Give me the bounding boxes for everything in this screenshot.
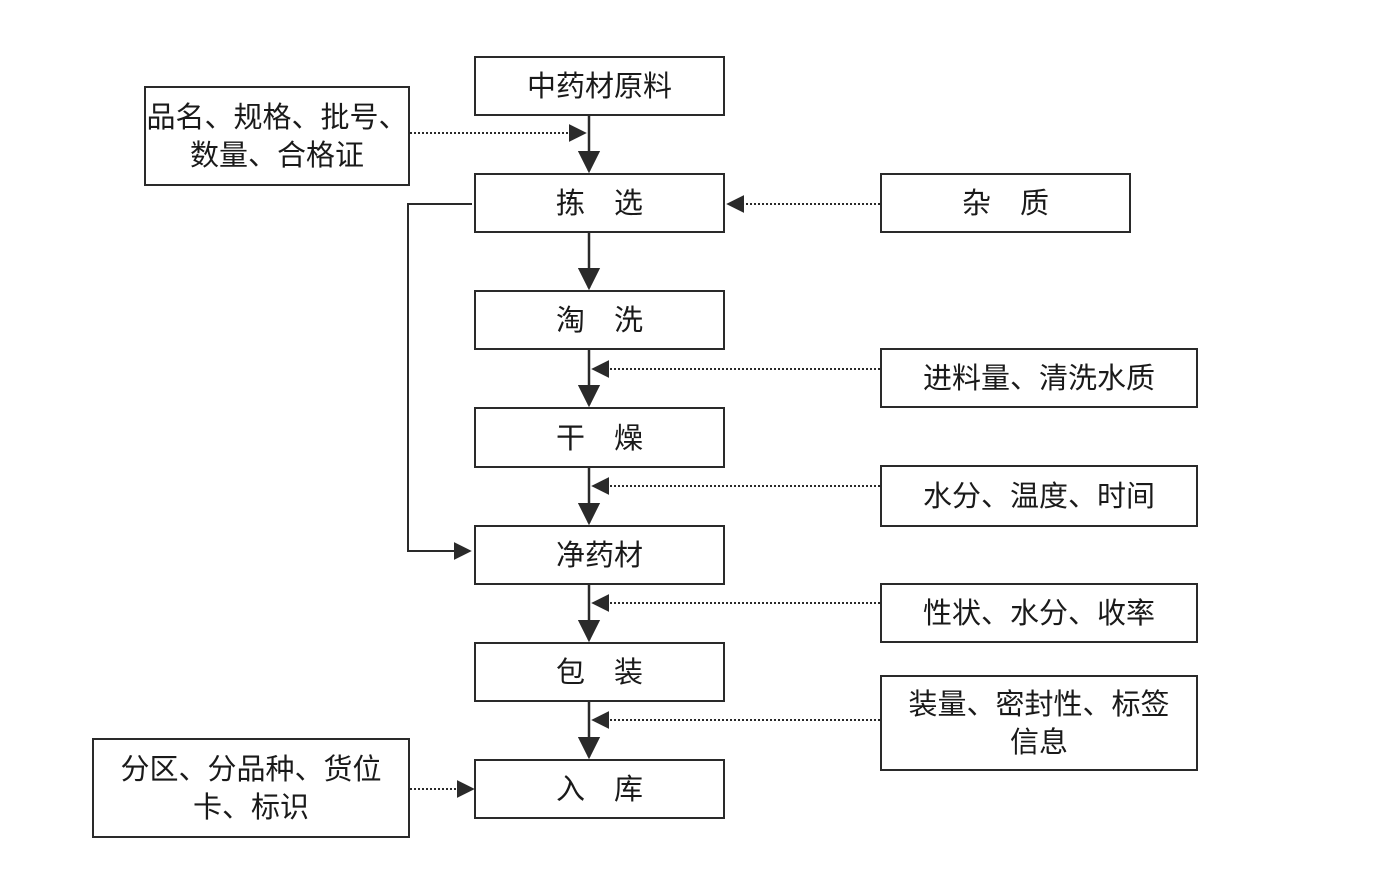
note-drying-control: 水分、温度、时间 bbox=[880, 465, 1198, 527]
step-washing: 淘 洗 bbox=[474, 290, 725, 350]
step-picking: 拣 选 bbox=[474, 173, 725, 233]
step-clean-herb: 净药材 bbox=[474, 525, 725, 585]
note-clean-herb-check: 性状、水分、收率 bbox=[880, 583, 1198, 643]
note-packaging-check: 装量、密封性、标签 信息 bbox=[880, 675, 1198, 771]
step-packaging: 包 装 bbox=[474, 642, 725, 702]
note-washing-control: 进料量、清洗水质 bbox=[880, 348, 1198, 408]
note-raw-material-check: 品名、规格、批号、 数量、合格证 bbox=[144, 86, 410, 186]
step-raw-material: 中药材原料 bbox=[474, 56, 725, 116]
note-impurities: 杂 质 bbox=[880, 173, 1131, 233]
step-drying: 干 燥 bbox=[474, 407, 725, 468]
step-storage: 入 库 bbox=[474, 759, 725, 819]
note-storage-rules: 分区、分品种、货位 卡、标识 bbox=[92, 738, 410, 838]
arrow-picking-bypass-to-clean bbox=[407, 203, 472, 560]
